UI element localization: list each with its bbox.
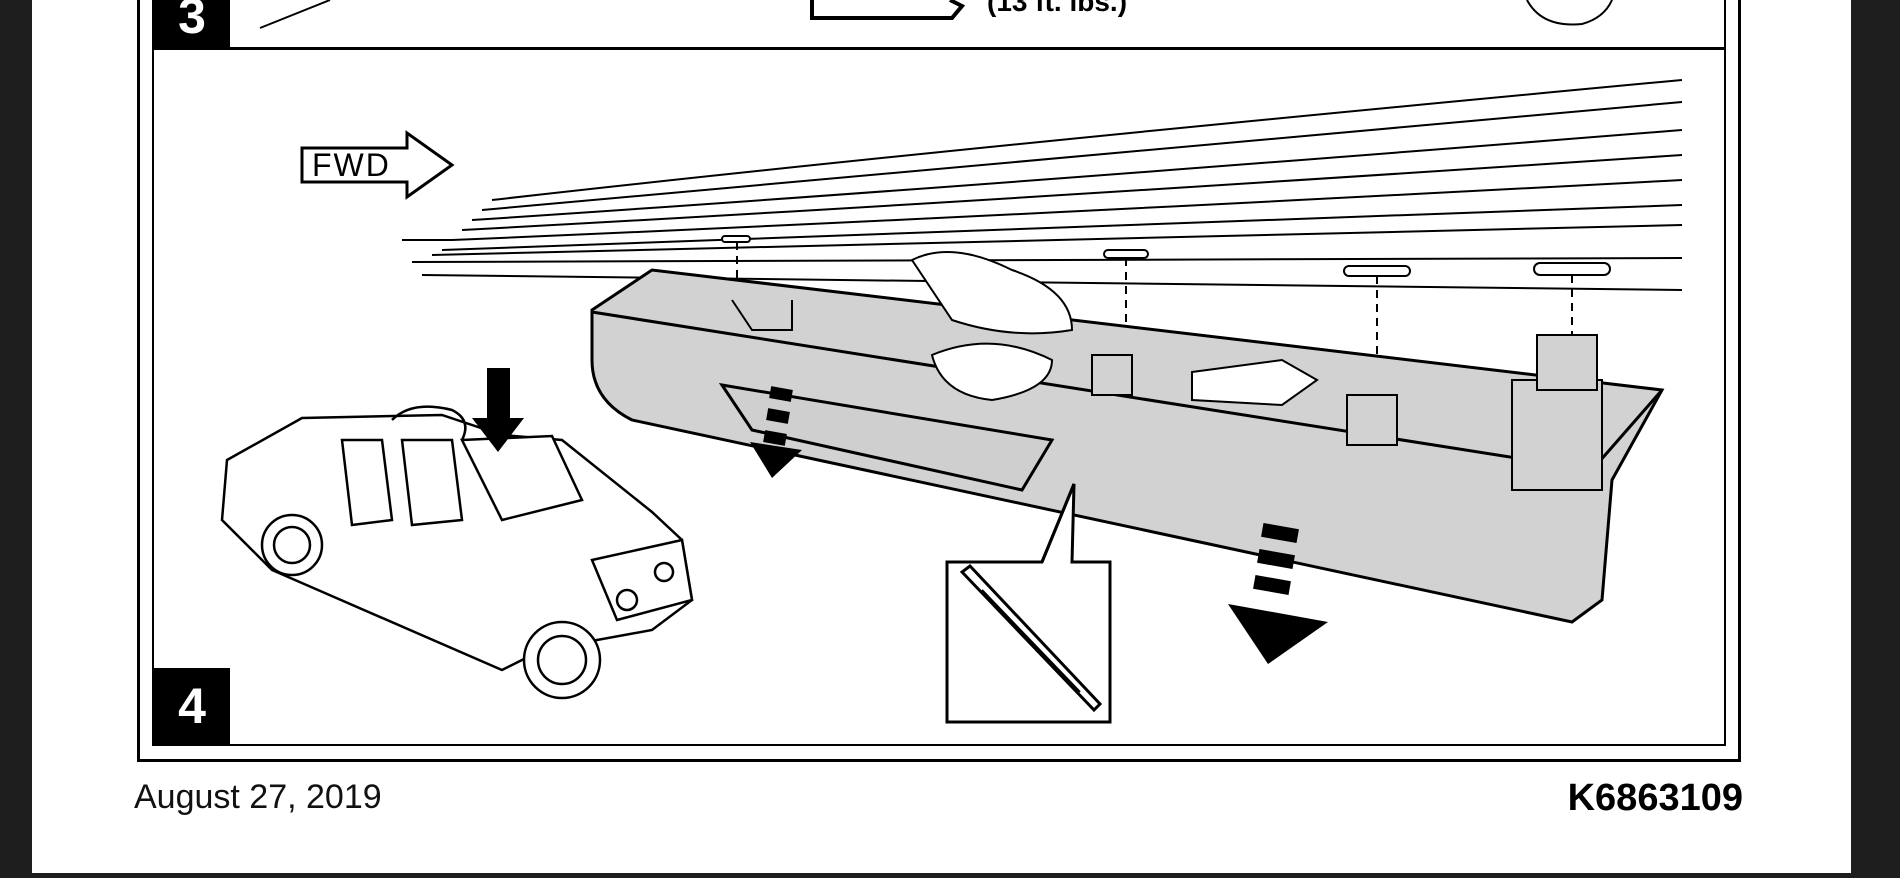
- outer-frame: [137, 0, 1741, 762]
- down-arrow-icon-2: [1228, 522, 1328, 664]
- vehicle-icon: [220, 405, 694, 700]
- vehicle-down-arrow-icon: [472, 368, 524, 452]
- trim-tool-icon: [959, 563, 1103, 713]
- fwd-arrow-icon: FWD: [300, 130, 455, 200]
- fwd-label: FWD: [312, 147, 391, 183]
- inner-frame: [152, 0, 1726, 746]
- down-arrow-icon: [750, 386, 802, 478]
- instruction-page: 3 FWD: [32, 0, 1851, 873]
- document-code: K6863109: [1567, 777, 1743, 819]
- footer-date: August 27, 2019: [134, 778, 382, 816]
- torque-spec: (13 ft. lbs.): [987, 0, 1128, 17]
- step3-line: [259, 0, 331, 29]
- step-3-badge: 3: [154, 0, 230, 47]
- step-divider: [152, 47, 1726, 50]
- installation-illustration: FWD: [220, 0, 1683, 724]
- trim-tool-callout: [945, 483, 1112, 724]
- roof-panel: [402, 79, 1683, 291]
- torque-wrench-icon: [810, 0, 966, 20]
- trim-panel: [590, 251, 1665, 624]
- fastener-icon: [1526, 0, 1613, 26]
- roof-tabs: [721, 235, 1611, 277]
- step-4-badge: 4: [154, 668, 230, 744]
